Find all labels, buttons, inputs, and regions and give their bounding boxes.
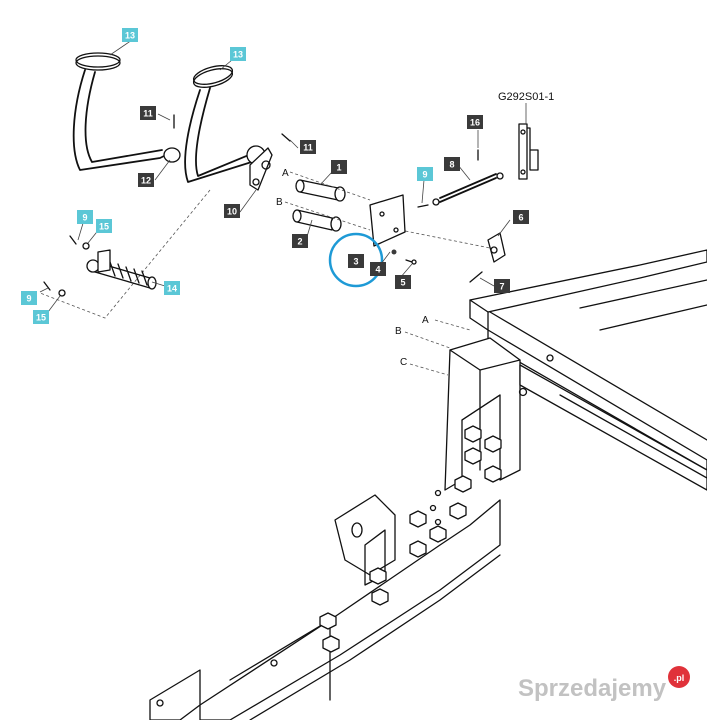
callout-number: 9 (422, 170, 427, 180)
callout-3: 3 (348, 254, 364, 268)
callout-number: 16 (470, 118, 480, 128)
callout-box (513, 210, 529, 224)
callout-box (444, 157, 460, 171)
callout-number: 1 (336, 163, 341, 173)
callout-10: 10 (224, 204, 240, 218)
callout-number: 15 (99, 222, 109, 232)
callout-5: 5 (395, 275, 411, 289)
callout-number: 9 (82, 213, 87, 223)
chassis-frame (149, 249, 707, 721)
callout-box (122, 28, 138, 42)
callout-number: 13 (125, 31, 135, 41)
callout-16: 16 (467, 115, 483, 129)
callout-number: 10 (227, 207, 237, 217)
highlight-circle (328, 232, 384, 288)
callout-box (138, 173, 154, 187)
callout-number: 12 (141, 176, 151, 186)
callout-13-top-left: 13 (122, 28, 138, 42)
bolt-heads (319, 425, 502, 653)
ref-letter-c-frame: C (400, 357, 407, 368)
spring-rod (86, 249, 157, 290)
callout-4: 4 (370, 262, 386, 276)
callout-number: 6 (518, 213, 523, 223)
callout-8: 8 (444, 157, 460, 171)
callout-box (300, 140, 316, 154)
callout-box (370, 262, 386, 276)
callout-15-upper-left: 15 (96, 219, 112, 233)
callout-box (224, 204, 240, 218)
callout-number: 7 (499, 282, 504, 292)
callout-number: 3 (353, 257, 358, 267)
watermark-badge (668, 666, 690, 688)
callout-box (467, 115, 483, 129)
callout-box (33, 310, 49, 324)
callout-box (140, 106, 156, 120)
ref-letter-a-frame: A (422, 315, 429, 326)
leader-lines (39, 37, 511, 313)
callout-9-rod: 9 (417, 167, 433, 181)
callout-9-lower-left: 9 (21, 291, 37, 305)
watermark: Sprzedajemy .pl (518, 666, 690, 702)
callout-13-top-right: 13 (230, 47, 246, 61)
callout-box (292, 234, 308, 248)
ref-letter-a-top: A (282, 168, 289, 179)
callout-box (77, 210, 93, 224)
callout-number: 2 (297, 237, 302, 247)
callout-number: 11 (303, 143, 313, 153)
callout-number: 11 (143, 109, 153, 119)
callout-box (230, 47, 246, 61)
callout-15-lower-left: 15 (33, 310, 49, 324)
callout-7: 7 (494, 279, 510, 293)
callout-box (417, 167, 433, 181)
watermark-tld: .pl (674, 673, 685, 683)
watermark-brand: Sprzedajemy (518, 675, 667, 702)
callout-11-left: 11 (140, 106, 156, 120)
callout-14: 14 (164, 281, 180, 295)
callout-12: 12 (138, 173, 154, 187)
callout-number: 4 (375, 265, 380, 275)
callout-number: 13 (233, 50, 243, 60)
pedal-assembly (39, 52, 539, 319)
callout-number: 8 (449, 160, 454, 170)
callout-box (164, 281, 180, 295)
callout-box (494, 279, 510, 293)
callout-number: 9 (26, 294, 31, 304)
ref-letter-b-top: B (276, 197, 283, 208)
callout-11-right: 11 (300, 140, 316, 154)
drawing-code: G292S01-1 (498, 91, 554, 103)
callout-number: 5 (400, 278, 405, 288)
callout-1: 1 (331, 160, 347, 174)
callout-number: 14 (167, 284, 177, 294)
callout-box (96, 219, 112, 233)
callout-2: 2 (292, 234, 308, 248)
callout-box (331, 160, 347, 174)
callout-box (348, 254, 364, 268)
callout-6: 6 (513, 210, 529, 224)
callout-box (21, 291, 37, 305)
callout-9-upper-left: 9 (77, 210, 93, 224)
ref-letter-b-frame: B (395, 326, 402, 337)
callout-number: 15 (36, 313, 46, 323)
callout-box (395, 275, 411, 289)
